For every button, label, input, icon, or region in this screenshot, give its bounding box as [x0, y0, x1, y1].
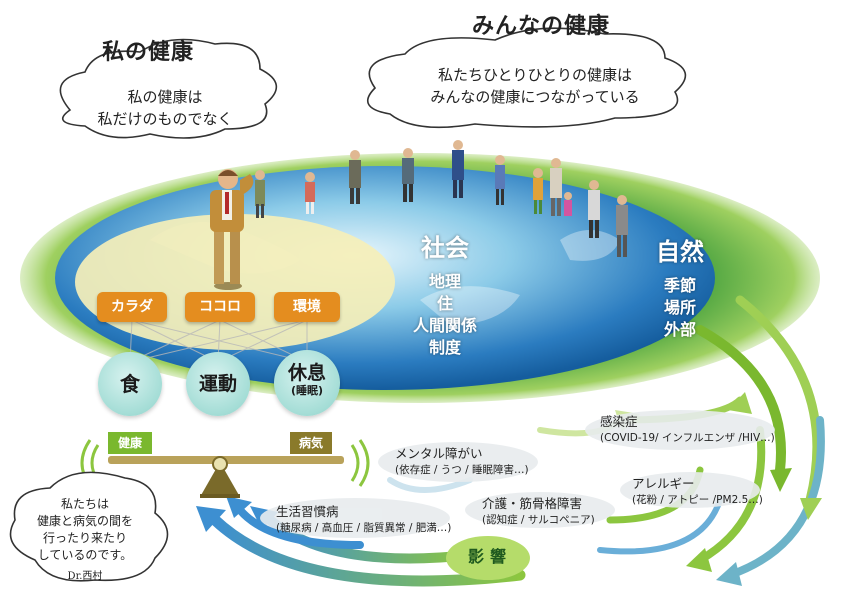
nature-title: 自然	[656, 238, 704, 266]
disease-lifestyle: 生活習慣病 (糖尿病 / 高血圧 / 脂質異常 / 肥満…)	[276, 504, 466, 536]
quote-line-1: 私たちは	[60, 497, 109, 511]
society-label: 社会 地理 住 人間関係 制度	[400, 228, 490, 359]
disease-mental: メンタル障がい (依存症 / うつ / 睡眠障害…)	[395, 446, 545, 478]
grey-clouds	[260, 410, 775, 538]
tag-body: カラダ	[97, 292, 167, 322]
doctor-quote: 私たちは 健康と病気の間を 行ったり来たり しているのです。 Dr.西村	[20, 496, 150, 585]
disease-allergy-head: アレルギー	[632, 476, 695, 491]
circle-rest: 休息 (睡眠)	[274, 350, 340, 416]
cloud-left-line-1: 私の健康は	[127, 88, 203, 106]
disease-infection-head: 感染症	[600, 414, 638, 429]
society-item-3: 人間関係	[412, 316, 477, 335]
circle-rest-sub: (睡眠)	[290, 384, 324, 397]
quote-line-2: 健康と病気の間を	[36, 514, 133, 528]
nature-item-1: 季節	[663, 276, 696, 295]
balance-disease-label: 病気	[290, 432, 332, 454]
cloud-right-line-2: みんなの健康につながっている	[430, 88, 640, 106]
cloud-right-line-1: 私たちひとりひとりの健康は	[437, 66, 633, 84]
cloud-left-line-2: 私だけのものでなく	[97, 110, 233, 128]
circle-exercise: 運動	[186, 352, 250, 416]
cloud-left-text: 私の健康は 私だけのものでなく	[65, 86, 265, 130]
society-title: 社会	[421, 234, 469, 262]
circle-rest-label: 休息	[287, 362, 326, 384]
circle-food: 食	[98, 352, 162, 416]
disease-care: 介護・筋骨格障害 (認知症 / サルコペニア)	[482, 496, 622, 528]
society-item-1: 地理	[428, 272, 461, 291]
nature-item-2: 場所	[663, 298, 696, 317]
title-everyone-health: みんなの健康	[472, 13, 611, 39]
crowd-figures	[255, 140, 628, 257]
society-item-2: 住	[436, 294, 453, 313]
disease-care-head: 介護・筋骨格障害	[482, 496, 583, 511]
main-figure	[210, 169, 254, 290]
disease-mental-detail: (依存症 / うつ / 睡眠障害…)	[395, 464, 529, 476]
quote-line-3: 行ったり来たり	[42, 531, 127, 545]
disease-allergy: アレルギー (花粉 / アトピー /PM2.5…)	[632, 476, 782, 508]
disease-lifestyle-head: 生活習慣病	[276, 504, 339, 519]
impact-arrows	[209, 295, 825, 587]
cloud-right-text: 私たちひとりひとりの健康は みんなの健康につながっている	[395, 64, 675, 108]
title-my-health: 私の健康	[102, 39, 195, 65]
impact-label: 影響	[467, 547, 512, 566]
nature-item-3: 外部	[663, 320, 696, 339]
disease-mental-head: メンタル障がい	[395, 446, 483, 461]
disease-infection-detail: (COVID-19/ インフルエンザ /HIV…)	[600, 432, 775, 444]
society-item-4: 制度	[428, 338, 461, 357]
nature-label: 自然 季節 場所 外部	[640, 232, 720, 341]
circle-exercise-label: 運動	[198, 373, 237, 395]
impact-bubble	[446, 536, 530, 580]
tag-mind: ココロ	[185, 292, 255, 322]
balance-health-label: 健康	[108, 432, 152, 454]
cloud-shapes	[9, 27, 687, 582]
tag-environment: 環境	[274, 292, 340, 322]
quote-author: Dr.西村	[67, 571, 103, 582]
disease-lifestyle-detail: (糖尿病 / 高血圧 / 脂質異常 / 肥満…)	[276, 522, 452, 534]
disease-care-detail: (認知症 / サルコペニア)	[482, 514, 595, 526]
circle-food-label: 食	[120, 372, 140, 396]
disease-allergy-detail: (花粉 / アトピー /PM2.5…)	[632, 494, 763, 506]
quote-line-4: しているのです。	[37, 548, 133, 562]
balance-scale	[80, 439, 370, 498]
disease-infection: 感染症 (COVID-19/ インフルエンザ /HIV…)	[600, 414, 790, 446]
